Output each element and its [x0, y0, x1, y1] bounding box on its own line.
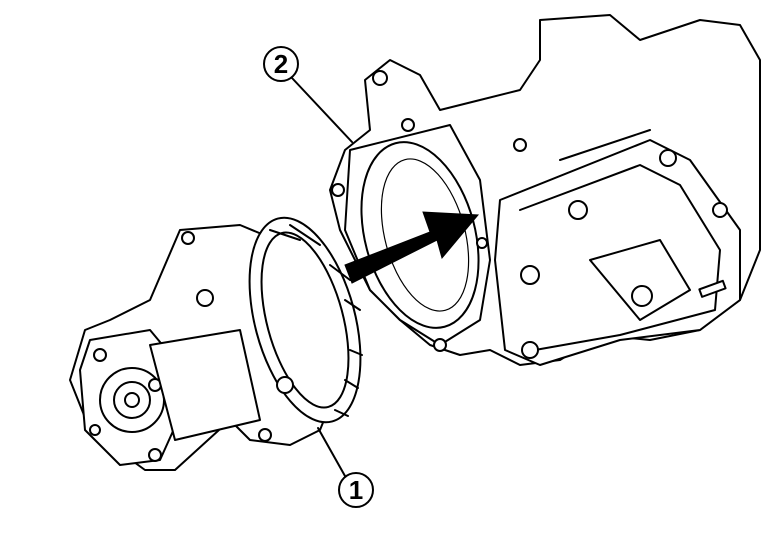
- callout-2: 2: [263, 46, 299, 82]
- callout-2-label: 2: [274, 49, 288, 79]
- callout-1-label: 1: [349, 475, 363, 505]
- leader-line-2: [291, 77, 353, 143]
- leader-line-1: [317, 427, 346, 477]
- callout-1: 1: [338, 472, 374, 508]
- housing-part: [329, 14, 761, 366]
- water-pump-part: [69, 216, 363, 471]
- assembly-arrow: [344, 211, 480, 284]
